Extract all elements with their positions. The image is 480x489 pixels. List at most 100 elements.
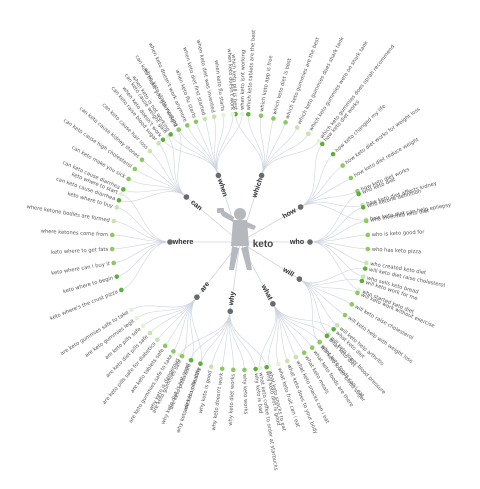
leaf-link	[179, 311, 231, 356]
leaf-node	[309, 345, 315, 350]
branch-label-where: where	[172, 237, 194, 246]
suggestion-label: why keto doesn't work	[211, 372, 225, 431]
suggestion-label: which keto gummies are the best	[285, 37, 321, 120]
leaf-node	[349, 302, 355, 307]
leaf-link	[112, 241, 171, 250]
leaf-node	[162, 343, 168, 349]
leaf-node	[342, 312, 348, 318]
leaf-node	[184, 123, 190, 128]
leaf-node	[155, 337, 160, 343]
leaf-node	[114, 274, 120, 279]
leaf-node	[188, 358, 194, 363]
leaf-link	[299, 267, 366, 284]
leaf-node	[360, 205, 366, 210]
leaf-link	[300, 201, 363, 208]
leaf-node	[156, 140, 161, 146]
leaf-node	[116, 198, 122, 203]
leaf-node	[360, 274, 366, 279]
leaf-link	[261, 127, 298, 176]
leaf-node	[330, 151, 336, 157]
suggestion-label: who is keto good for	[372, 229, 426, 238]
leaf-node	[111, 260, 117, 266]
leaf-link	[177, 129, 187, 198]
leaf-node	[293, 354, 299, 360]
leaf-node	[355, 290, 360, 296]
leaf-link	[121, 241, 171, 291]
leaf-node	[119, 191, 124, 197]
hub-link	[186, 196, 241, 243]
leaf-link	[309, 241, 367, 264]
leaf-link	[113, 220, 171, 243]
hub-node	[194, 294, 200, 300]
leaf-node	[331, 326, 336, 332]
leaf-node	[231, 367, 236, 373]
leaf-node	[363, 260, 369, 266]
suggestion-label: when keto doesn't work	[226, 48, 235, 110]
branch-label-when: when	[216, 177, 231, 198]
suggestion-label: keto where to get fats	[51, 247, 109, 256]
suggestion-label: where ketones come from	[40, 229, 108, 239]
branch-label-why: why	[226, 291, 237, 307]
leaf-node	[362, 266, 368, 271]
leaf-link	[229, 311, 245, 370]
branch-label-what: what	[259, 282, 275, 302]
leaf-node	[208, 364, 214, 370]
leaf-link	[299, 278, 363, 285]
leaf-node	[306, 131, 311, 137]
leaf-node	[294, 125, 300, 130]
leaf-node	[168, 132, 174, 137]
leaf-node	[245, 111, 251, 117]
leaf-node	[179, 353, 185, 359]
leaf-link	[143, 296, 198, 327]
leaf-node	[284, 358, 290, 364]
leaf-node	[271, 116, 276, 121]
hub-node	[258, 172, 265, 179]
leaf-node	[324, 333, 330, 339]
branch-label-how: how	[281, 205, 298, 220]
leaf-link	[170, 134, 219, 176]
leaf-link	[259, 303, 277, 369]
leaf-link	[300, 143, 323, 208]
suggestion-label: why keto diet works	[228, 373, 237, 426]
leaf-node	[129, 307, 134, 313]
suggestion-label: which keto pill is best	[230, 54, 238, 110]
leaf-node	[171, 349, 176, 354]
suggestion-label: will keto work without exercise	[360, 292, 436, 329]
hub-node	[296, 276, 303, 282]
suggestion-label: when keto isnt working	[240, 50, 247, 110]
leaf-node	[242, 367, 247, 373]
leaf-link	[300, 153, 334, 208]
leaf-link	[272, 303, 328, 337]
nodes-layer	[109, 111, 371, 373]
suggestion-label: keto where's the crust pizza	[49, 289, 119, 322]
leaf-link	[261, 140, 320, 176]
hub-node	[297, 204, 304, 210]
leaf-node	[109, 246, 115, 252]
leaf-node	[211, 114, 217, 119]
leaf-node	[219, 366, 225, 372]
branch-label-which: which	[249, 177, 264, 200]
leaf-link	[149, 296, 198, 334]
leaf-link	[300, 203, 367, 221]
suggestion-label: why keto is bad	[253, 373, 264, 414]
hub-node	[227, 308, 234, 315]
leaf-node	[114, 205, 120, 210]
leaf-node	[221, 112, 226, 118]
leaf-link	[247, 114, 264, 176]
leaf-node	[134, 315, 140, 321]
suggestion-label: which keto tablets are the best	[246, 30, 257, 111]
leaf-link	[131, 296, 198, 311]
leaf-node	[257, 366, 263, 371]
leaf-node	[340, 163, 345, 168]
leaf-node	[239, 111, 245, 117]
leaf-node	[120, 187, 126, 192]
leaf-node	[301, 350, 307, 356]
hub-node	[270, 301, 276, 307]
leaf-link	[229, 311, 256, 370]
leaf-link	[189, 296, 198, 361]
leaf-node	[253, 366, 258, 372]
man-with-binoculars-icon	[217, 208, 256, 270]
hub-node	[167, 239, 173, 245]
leaf-node	[202, 116, 208, 122]
